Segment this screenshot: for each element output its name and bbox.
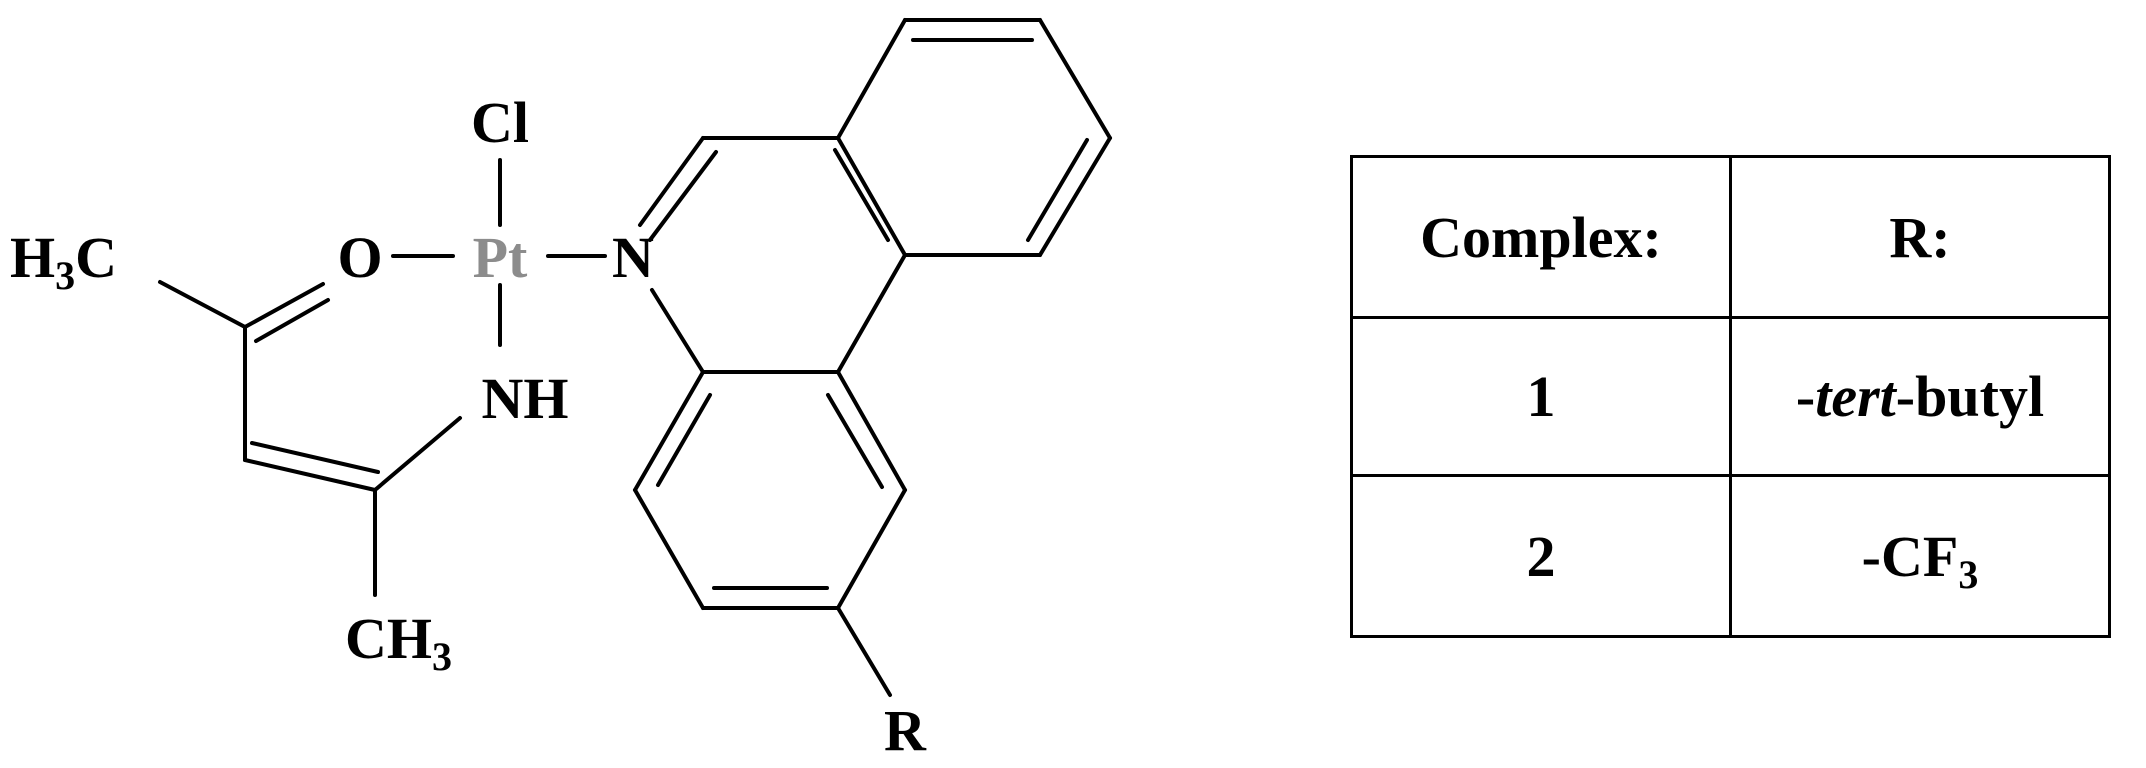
r-group: -CF3	[1729, 474, 2111, 638]
complex-number: 1	[1350, 316, 1732, 477]
bond-c6a-c7	[836, 18, 907, 140]
bond-c-o-double-2	[254, 298, 330, 343]
bond-c10a-c6a-inner	[833, 148, 890, 242]
bond-ch-c-double-1	[243, 458, 377, 492]
bond-c4a-c4	[633, 370, 705, 492]
table-row: 1 -tert-butyl	[1350, 316, 2111, 477]
bond-c4-c3	[633, 488, 705, 610]
bond-c1-c10b-inner	[826, 393, 884, 489]
bond-c-o-double-1	[243, 282, 325, 329]
bond-c10a-c6a	[836, 136, 907, 257]
header-r: R:	[1729, 155, 2111, 319]
bond-ch-c-double-2	[250, 441, 380, 474]
bond-c2-r	[836, 606, 892, 697]
atom-cl: Cl	[471, 90, 529, 155]
header-complex: Complex:	[1350, 155, 1732, 319]
pt-complex-structure: Cl Pt O N NH H3C CH3 R	[10, 18, 1112, 763]
atom-pt: Pt	[473, 225, 528, 290]
atom-ch3: CH3	[345, 606, 452, 679]
substituent-table: Complex: R: 1 -tert-butyl 2 -CF3	[1350, 155, 2111, 638]
bond-c9-c10-inner	[1026, 138, 1089, 242]
bond-c2-c1	[836, 488, 907, 610]
r-group: -tert-butyl	[1729, 316, 2111, 477]
atom-nh: NH	[482, 366, 569, 431]
atom-o: O	[337, 225, 382, 290]
bond-c10b-c10a	[836, 253, 907, 374]
bond-c-nh	[373, 416, 462, 492]
bond-c4a-c4-inner	[656, 393, 712, 487]
bond-c1-c10b	[836, 370, 907, 492]
bond-n-c4a	[650, 288, 705, 374]
bond-h3c-c	[158, 280, 247, 329]
bond-n-c6-double-1	[638, 136, 705, 227]
bond-n-c6-double-2	[648, 150, 718, 242]
table-header-row: Complex: R:	[1350, 155, 2111, 319]
atom-r: R	[884, 698, 927, 763]
bond-c9-c10	[1038, 136, 1112, 257]
bond-c8-c9	[1038, 18, 1112, 140]
table-row: 2 -CF3	[1350, 474, 2111, 638]
atom-n: N	[612, 225, 654, 290]
complex-number: 2	[1350, 474, 1732, 638]
atom-h3c: H3C	[10, 225, 117, 298]
